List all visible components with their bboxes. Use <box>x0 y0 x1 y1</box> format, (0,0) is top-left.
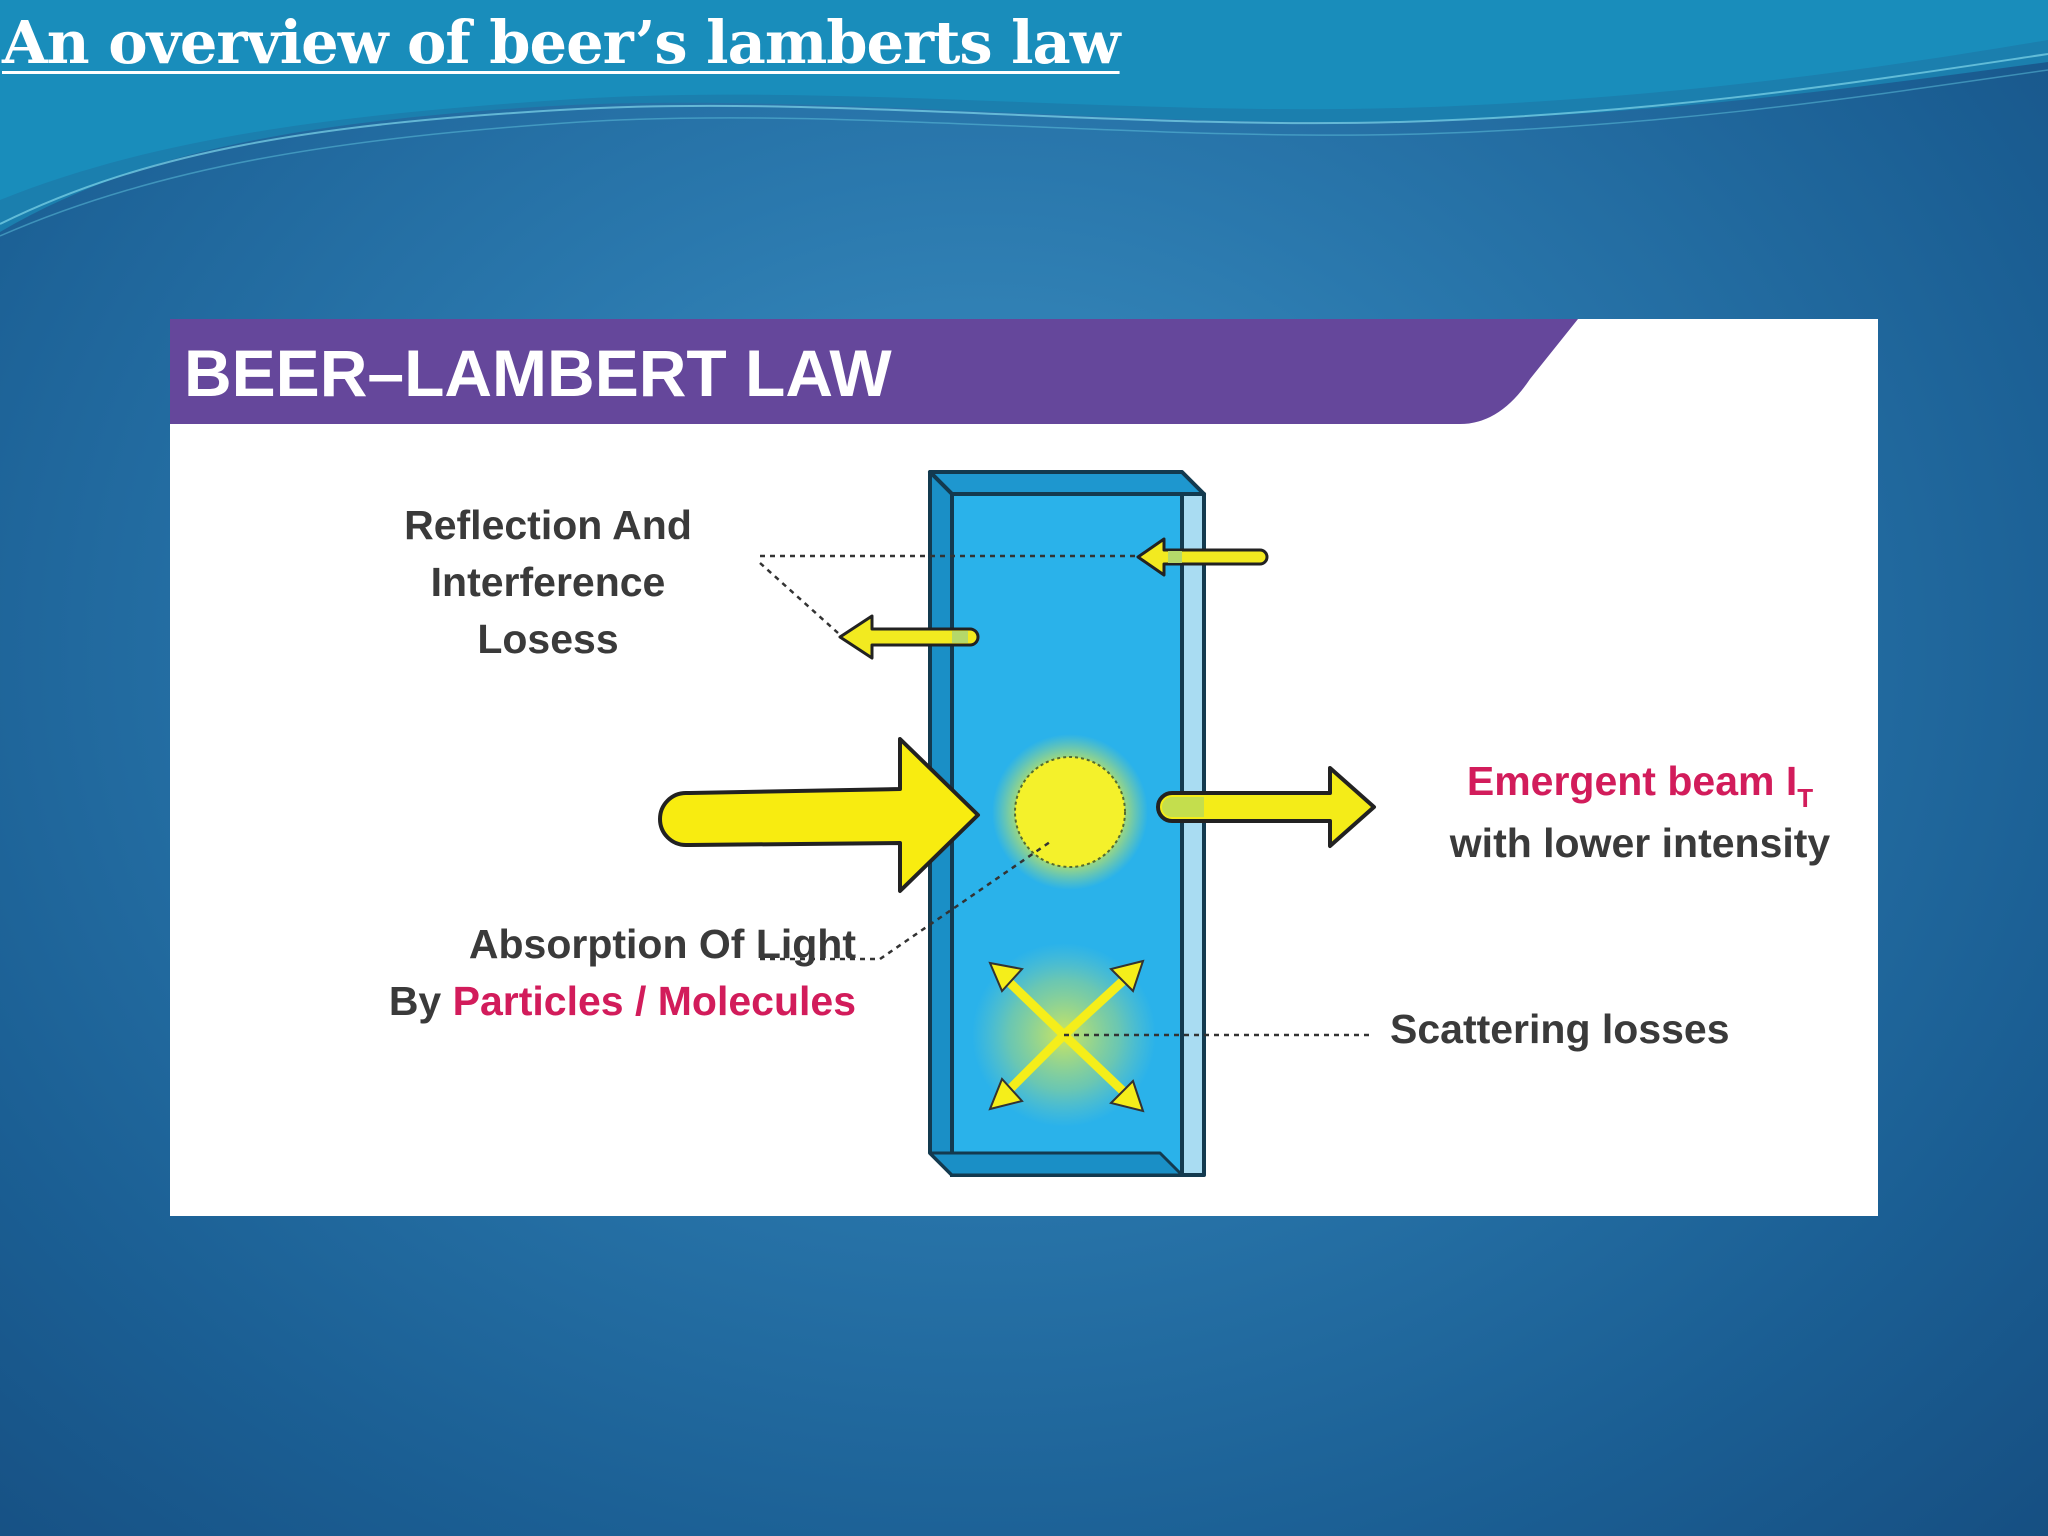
header-wave-line <box>0 53 2048 225</box>
scattering-label: Scattering losses <box>1390 1006 1730 1052</box>
reflected-arrow-bottom <box>838 614 980 660</box>
absorption-leader <box>760 840 1051 961</box>
absorption-label-line1: Absorption Of Light <box>468 921 856 967</box>
title-banner <box>170 319 1578 424</box>
header-wave-line-2 <box>0 69 2048 237</box>
reflection-leader-bottom <box>759 562 839 634</box>
absorption-label: Absorption Of Light By Particles / Molec… <box>236 916 856 1030</box>
absorption-label-accent: Particles / Molecules <box>452 978 856 1024</box>
emergent-beam-label: Emergent beam IT with lower intensity <box>1418 753 1862 872</box>
emergent-label-subscript: T <box>1797 783 1814 813</box>
slide-title: An overview of beer’s lamberts law <box>2 8 1121 77</box>
reflection-label-line2: Interference <box>430 559 666 605</box>
emergent-beam-arrow <box>1156 766 1376 848</box>
absorption-particle <box>1014 756 1126 868</box>
reflected-arrow-top-inner <box>1168 551 1182 563</box>
header-wave-light <box>0 0 2048 200</box>
diagram-title: BEER–LAMBERT LAW <box>184 336 892 410</box>
absorption-label-line2: By Particles / Molecules <box>236 973 856 1030</box>
reflected-arrow-bottom-inner <box>952 631 968 643</box>
reflection-label-line3: Losess <box>477 616 619 662</box>
emergent-beam-inner <box>1162 797 1204 817</box>
reflection-label-line1: Reflection And <box>404 502 692 548</box>
incident-beam-arrow <box>658 737 980 893</box>
reflected-arrow-top <box>1136 537 1269 577</box>
emergent-label-line1: Emergent beam IT <box>1418 753 1862 815</box>
cuvette-bottom-edge <box>928 1151 1184 1177</box>
cuvette-side-face <box>1180 492 1206 1177</box>
absorption-label-by: By <box>388 978 453 1024</box>
reflection-label: Reflection And Interference Losess <box>378 497 718 668</box>
emergent-label-text: Emergent beam I <box>1466 758 1798 804</box>
diagram-graphics <box>170 319 1578 1177</box>
cuvette-top-face <box>928 470 1206 496</box>
beer-lambert-diagram: BEER–LAMBERT LAW Reflection And Interfer… <box>170 319 1878 1216</box>
emergent-label-line2: with lower intensity <box>1449 820 1831 866</box>
